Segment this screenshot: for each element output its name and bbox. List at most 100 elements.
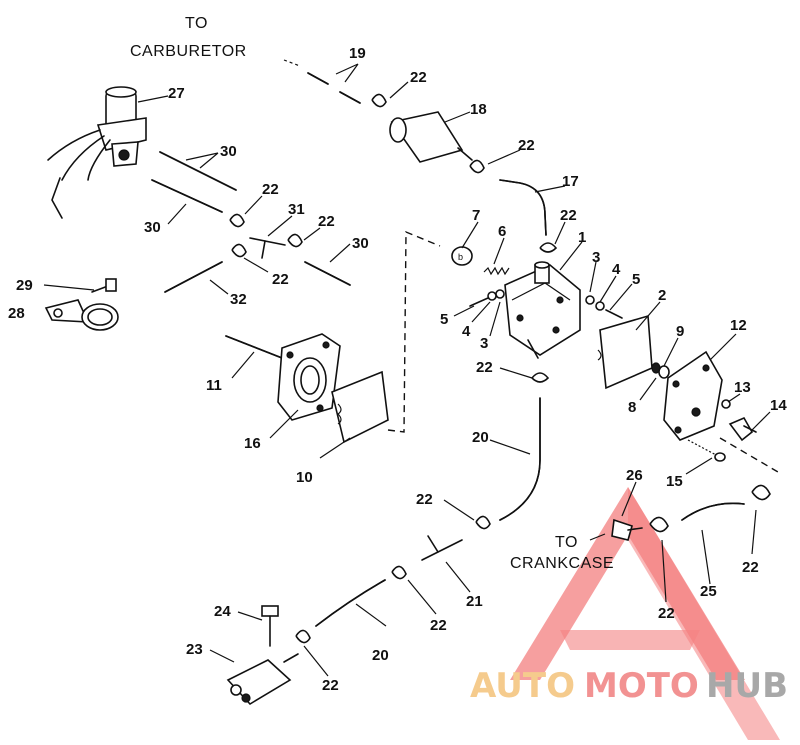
label-12: 12 <box>730 317 747 334</box>
label-20-a: 20 <box>472 429 489 446</box>
fuel-pump-body-1 <box>504 261 581 359</box>
elbow-fitting-14 <box>728 416 757 442</box>
label-28: 28 <box>8 305 25 322</box>
label-31: 31 <box>288 201 305 218</box>
label-30-c: 30 <box>352 235 369 252</box>
watermark-logo: AUTO MOTO HUB <box>470 487 788 740</box>
part-number-labels: 19 22 18 22 17 22 1 27 30 30 22 31 22 30… <box>8 45 787 694</box>
label-22-j: 22 <box>322 677 339 694</box>
bolt-24 <box>261 605 279 647</box>
clamp-22-left-b <box>287 233 303 248</box>
label-5-a: 5 <box>440 311 448 328</box>
screw-29 <box>91 278 117 293</box>
dashed-alignment-line-left <box>387 230 441 433</box>
clamp-22-hose20 <box>475 515 491 530</box>
label-30-a: 30 <box>220 143 237 160</box>
diaphragm-7: b <box>451 246 473 266</box>
label-10: 10 <box>296 469 313 486</box>
label-17: 17 <box>562 173 579 190</box>
screw-15 <box>687 439 726 462</box>
label-27: 27 <box>168 85 185 102</box>
clamp-22-right-b <box>751 484 771 501</box>
label-22-e: 22 <box>318 213 335 230</box>
gasket-2 <box>597 314 653 390</box>
hose-17 <box>499 179 547 236</box>
label-21: 21 <box>466 593 483 610</box>
pin-11 <box>225 335 283 359</box>
clamp-22-lower-b <box>295 629 311 644</box>
hose-19 <box>307 72 361 104</box>
hose-32 <box>164 261 223 293</box>
clamp-22-top <box>371 93 387 108</box>
tee-fitting-21 <box>421 535 463 561</box>
label-14: 14 <box>770 397 787 414</box>
hose-25 <box>681 502 745 521</box>
pump-base-16 <box>277 333 341 421</box>
gasket-10 <box>331 370 389 444</box>
label-22-c: 22 <box>560 207 577 224</box>
label-16: 16 <box>244 435 261 452</box>
hose-30-right <box>304 261 351 286</box>
hose-20-lower <box>315 579 386 627</box>
watermark-hub: HUB <box>706 666 788 706</box>
bracket-28 <box>44 299 119 331</box>
label-4-b: 4 <box>612 261 621 278</box>
clamp-22-left-c <box>231 243 247 258</box>
hose-20-upper <box>499 397 541 521</box>
watermark-auto: AUTO <box>470 666 575 706</box>
to-crankcase-label-line1: TO <box>555 534 578 551</box>
label-4-a: 4 <box>462 323 471 340</box>
label-22-f: 22 <box>272 271 289 288</box>
valve-parts-3-4-5-right <box>585 295 623 319</box>
label-3-a: 3 <box>480 335 488 352</box>
label-30-b: 30 <box>144 219 161 236</box>
label-26: 26 <box>626 467 643 484</box>
clamp-22-filter <box>469 159 485 174</box>
label-32: 32 <box>230 291 247 308</box>
to-crankcase-label-line2: CRANKCASE <box>510 555 614 572</box>
watermark-moto: MOTO <box>584 666 699 706</box>
clamp-22-pump-top <box>539 242 558 253</box>
label-22-a: 22 <box>410 69 427 86</box>
label-19: 19 <box>349 45 366 62</box>
label-1: 1 <box>578 229 586 246</box>
label-6: 6 <box>498 223 506 240</box>
label-22-h: 22 <box>416 491 433 508</box>
label-22-b: 22 <box>518 137 535 154</box>
dashed-alignment-line-right <box>719 437 779 473</box>
label-18: 18 <box>470 101 487 118</box>
label-22-i: 22 <box>430 617 447 634</box>
label-15: 15 <box>666 473 683 490</box>
label-3-b: 3 <box>592 249 600 266</box>
hose-30-lower <box>151 179 223 213</box>
pump-cover-12 <box>663 350 723 441</box>
spring-6 <box>483 266 510 276</box>
label-29: 29 <box>16 277 33 294</box>
check-valve-9-8 <box>651 362 670 379</box>
elbow-fitting-26 <box>611 518 643 541</box>
label-7: 7 <box>472 207 480 224</box>
svg-text:b: b <box>458 252 463 262</box>
fuel-filter-18 <box>389 111 473 163</box>
clamp-22-pump-bottom <box>531 372 550 383</box>
label-23: 23 <box>186 641 203 658</box>
label-22-l: 22 <box>742 559 759 576</box>
hose-30-upper <box>159 151 237 191</box>
label-9: 9 <box>676 323 684 340</box>
label-22-d: 22 <box>262 181 279 198</box>
label-22-g: 22 <box>476 359 493 376</box>
label-25: 25 <box>700 583 717 600</box>
label-8: 8 <box>628 399 636 416</box>
leader-lines <box>43 63 771 677</box>
crankcase-arrow <box>589 533 606 541</box>
label-24: 24 <box>214 603 231 620</box>
clamp-22-lower-a <box>391 565 407 580</box>
label-13: 13 <box>734 379 751 396</box>
tee-fitting-31 <box>249 237 286 259</box>
enrichener-valve-27 <box>47 86 147 219</box>
label-22-k: 22 <box>658 605 675 622</box>
to-carburetor-label-line2: CARBURETOR <box>130 43 247 60</box>
clamp-22-right-a <box>649 516 669 533</box>
check-valve-23 <box>226 653 299 706</box>
